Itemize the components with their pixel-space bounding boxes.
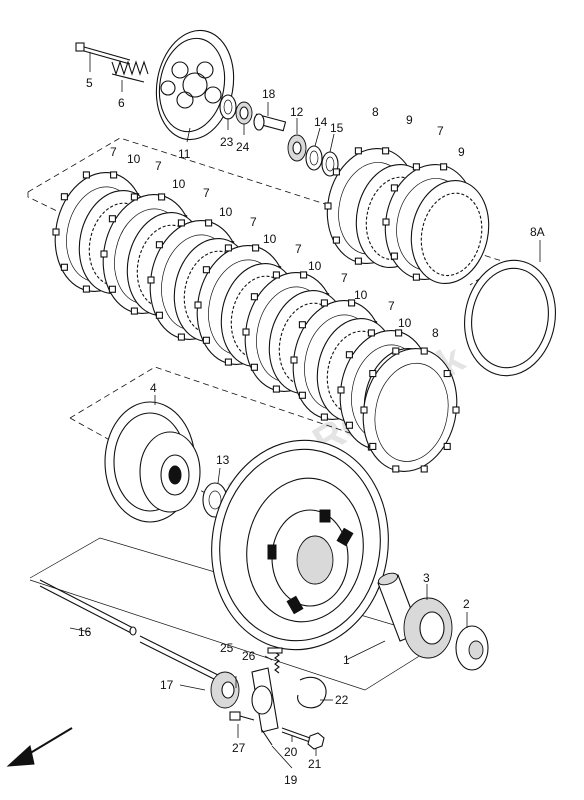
pressure-plate	[155, 29, 235, 141]
release-rod-16	[39, 579, 137, 636]
callout-7: 7	[203, 186, 210, 200]
callout-26: 26	[242, 649, 256, 663]
callout-21: 21	[308, 757, 322, 771]
callout-17: 17	[160, 678, 174, 692]
callout-16: 16	[78, 625, 92, 639]
callout-27: 27	[232, 741, 246, 755]
arrow-down-left-icon	[6, 727, 73, 767]
release-camshaft	[251, 667, 279, 746]
callout-10: 10	[308, 259, 322, 273]
spring-26	[267, 647, 283, 674]
callout-7: 7	[250, 215, 257, 229]
callout-labels: 5 6 11 18 12 23 24 14 15 8 9 7 9 7 10 7 …	[78, 76, 545, 787]
callout-9: 9	[458, 145, 465, 159]
thrust-washer	[455, 625, 489, 671]
callout-7: 7	[295, 242, 302, 256]
callout-10: 10	[263, 232, 277, 246]
clutch-sleeve-hub	[104, 401, 201, 523]
callout-11: 11	[178, 147, 191, 161]
callout-10: 10	[127, 152, 141, 166]
callout-7: 7	[341, 271, 348, 285]
nut-21	[307, 732, 325, 750]
callout-23: 23	[220, 135, 234, 149]
drive-plate-8a	[464, 259, 556, 377]
clutch-plate-stack	[52, 147, 490, 473]
bolt-20	[281, 727, 311, 743]
callout-18: 18	[262, 87, 276, 101]
release-rod-piece	[253, 113, 287, 132]
callout-2: 2	[463, 597, 470, 611]
callout-13: 13	[216, 453, 230, 467]
needle-bearing	[403, 597, 453, 659]
callout-4: 4	[150, 381, 157, 395]
callout-8a: 8A	[530, 225, 545, 239]
callout-7: 7	[155, 159, 162, 173]
clutch-spring	[111, 60, 149, 83]
drive-plate-9	[410, 179, 490, 285]
callout-6: 6	[118, 96, 125, 110]
callout-10: 10	[398, 316, 412, 330]
callout-1: 1	[343, 653, 350, 667]
friction-plate-8	[360, 347, 460, 473]
callout-10: 10	[219, 205, 233, 219]
return-spring-22	[297, 676, 327, 709]
callout-12: 12	[290, 105, 304, 119]
washer-23	[219, 94, 237, 120]
leader-lines	[69, 52, 541, 769]
callout-5: 5	[86, 76, 93, 90]
callout-24: 24	[236, 140, 250, 154]
callout-7: 7	[388, 299, 395, 313]
callout-25: 25	[220, 641, 234, 655]
callout-22: 22	[335, 693, 349, 707]
bolt-27	[229, 711, 255, 721]
callout-15: 15	[330, 121, 344, 135]
bearing-24	[235, 101, 253, 125]
release-rod-17	[139, 635, 219, 682]
callout-14: 14	[314, 115, 328, 129]
callout-9: 9	[406, 113, 413, 127]
callout-8: 8	[372, 105, 379, 119]
callout-10: 10	[172, 177, 186, 191]
oil-seal	[210, 671, 240, 709]
clutch-housing	[211, 439, 389, 651]
washer-14	[305, 145, 323, 171]
callout-10: 10	[354, 288, 368, 302]
callout-20: 20	[284, 745, 298, 759]
callout-7: 7	[437, 124, 444, 138]
callout-19: 19	[284, 773, 298, 787]
callout-3: 3	[423, 571, 430, 585]
callout-8: 8	[432, 326, 439, 340]
clutch-bolt	[75, 42, 131, 65]
release-bearing	[287, 134, 307, 162]
callout-7: 7	[110, 145, 117, 159]
